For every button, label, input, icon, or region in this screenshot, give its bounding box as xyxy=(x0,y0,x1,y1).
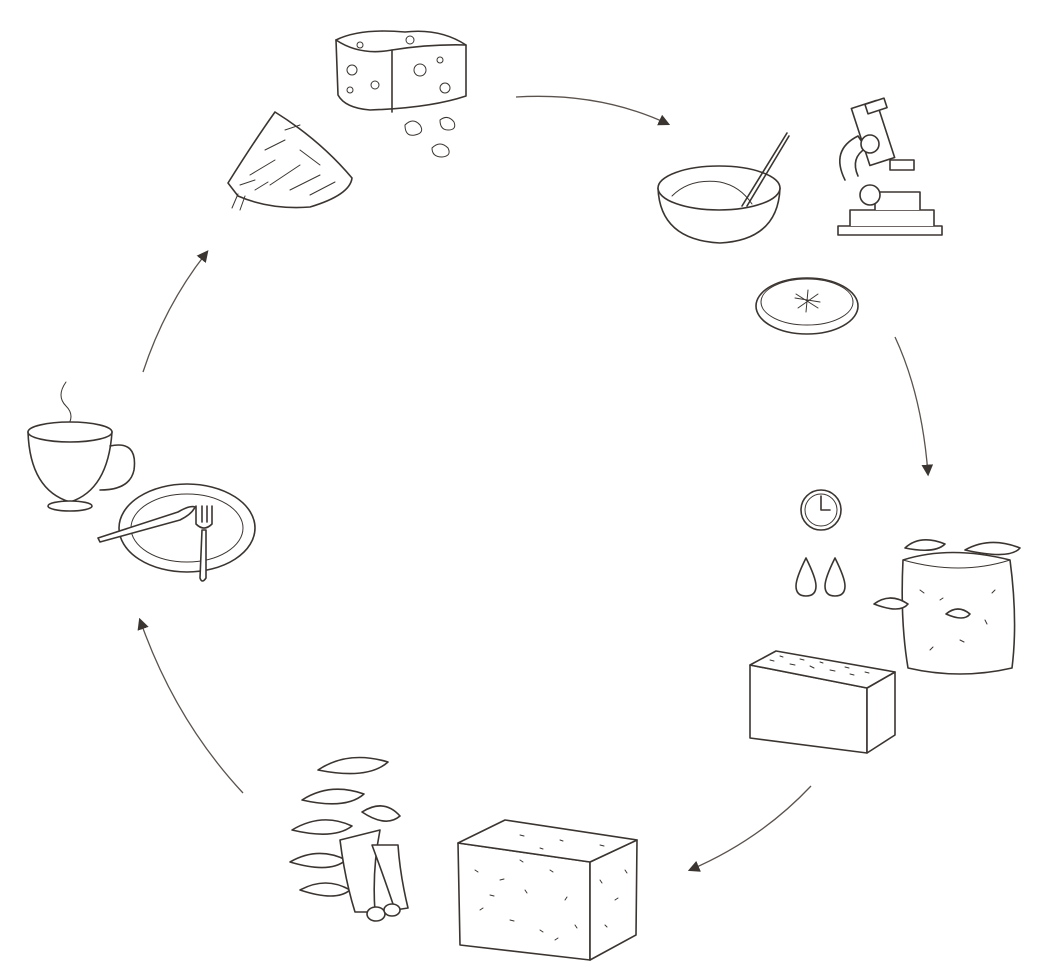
arrow-left xyxy=(142,250,209,373)
petri-dish-icon xyxy=(755,277,859,335)
oyster-mushroom-cluster-icon xyxy=(289,756,409,922)
arrow-right-lower xyxy=(687,785,812,872)
microscope-icon xyxy=(837,97,943,236)
mushroom-grow-bag-icon xyxy=(873,539,1021,675)
arrow-bottom-left xyxy=(137,617,244,794)
arrow-right-upper xyxy=(894,336,934,477)
arrow-top xyxy=(515,95,671,126)
clock-icon xyxy=(800,489,842,531)
water-drops-icon xyxy=(795,557,846,597)
plate-knife-fork-icon xyxy=(97,483,256,582)
coffee-grounds-block-icon xyxy=(335,30,467,158)
coffee-cup-icon xyxy=(27,381,136,512)
cycle-arrows xyxy=(137,95,934,872)
mixing-bowl-icon xyxy=(657,132,790,244)
grow-box-icon xyxy=(749,650,896,754)
substrate-block-icon xyxy=(457,819,638,961)
straw-pile-icon xyxy=(227,111,353,211)
